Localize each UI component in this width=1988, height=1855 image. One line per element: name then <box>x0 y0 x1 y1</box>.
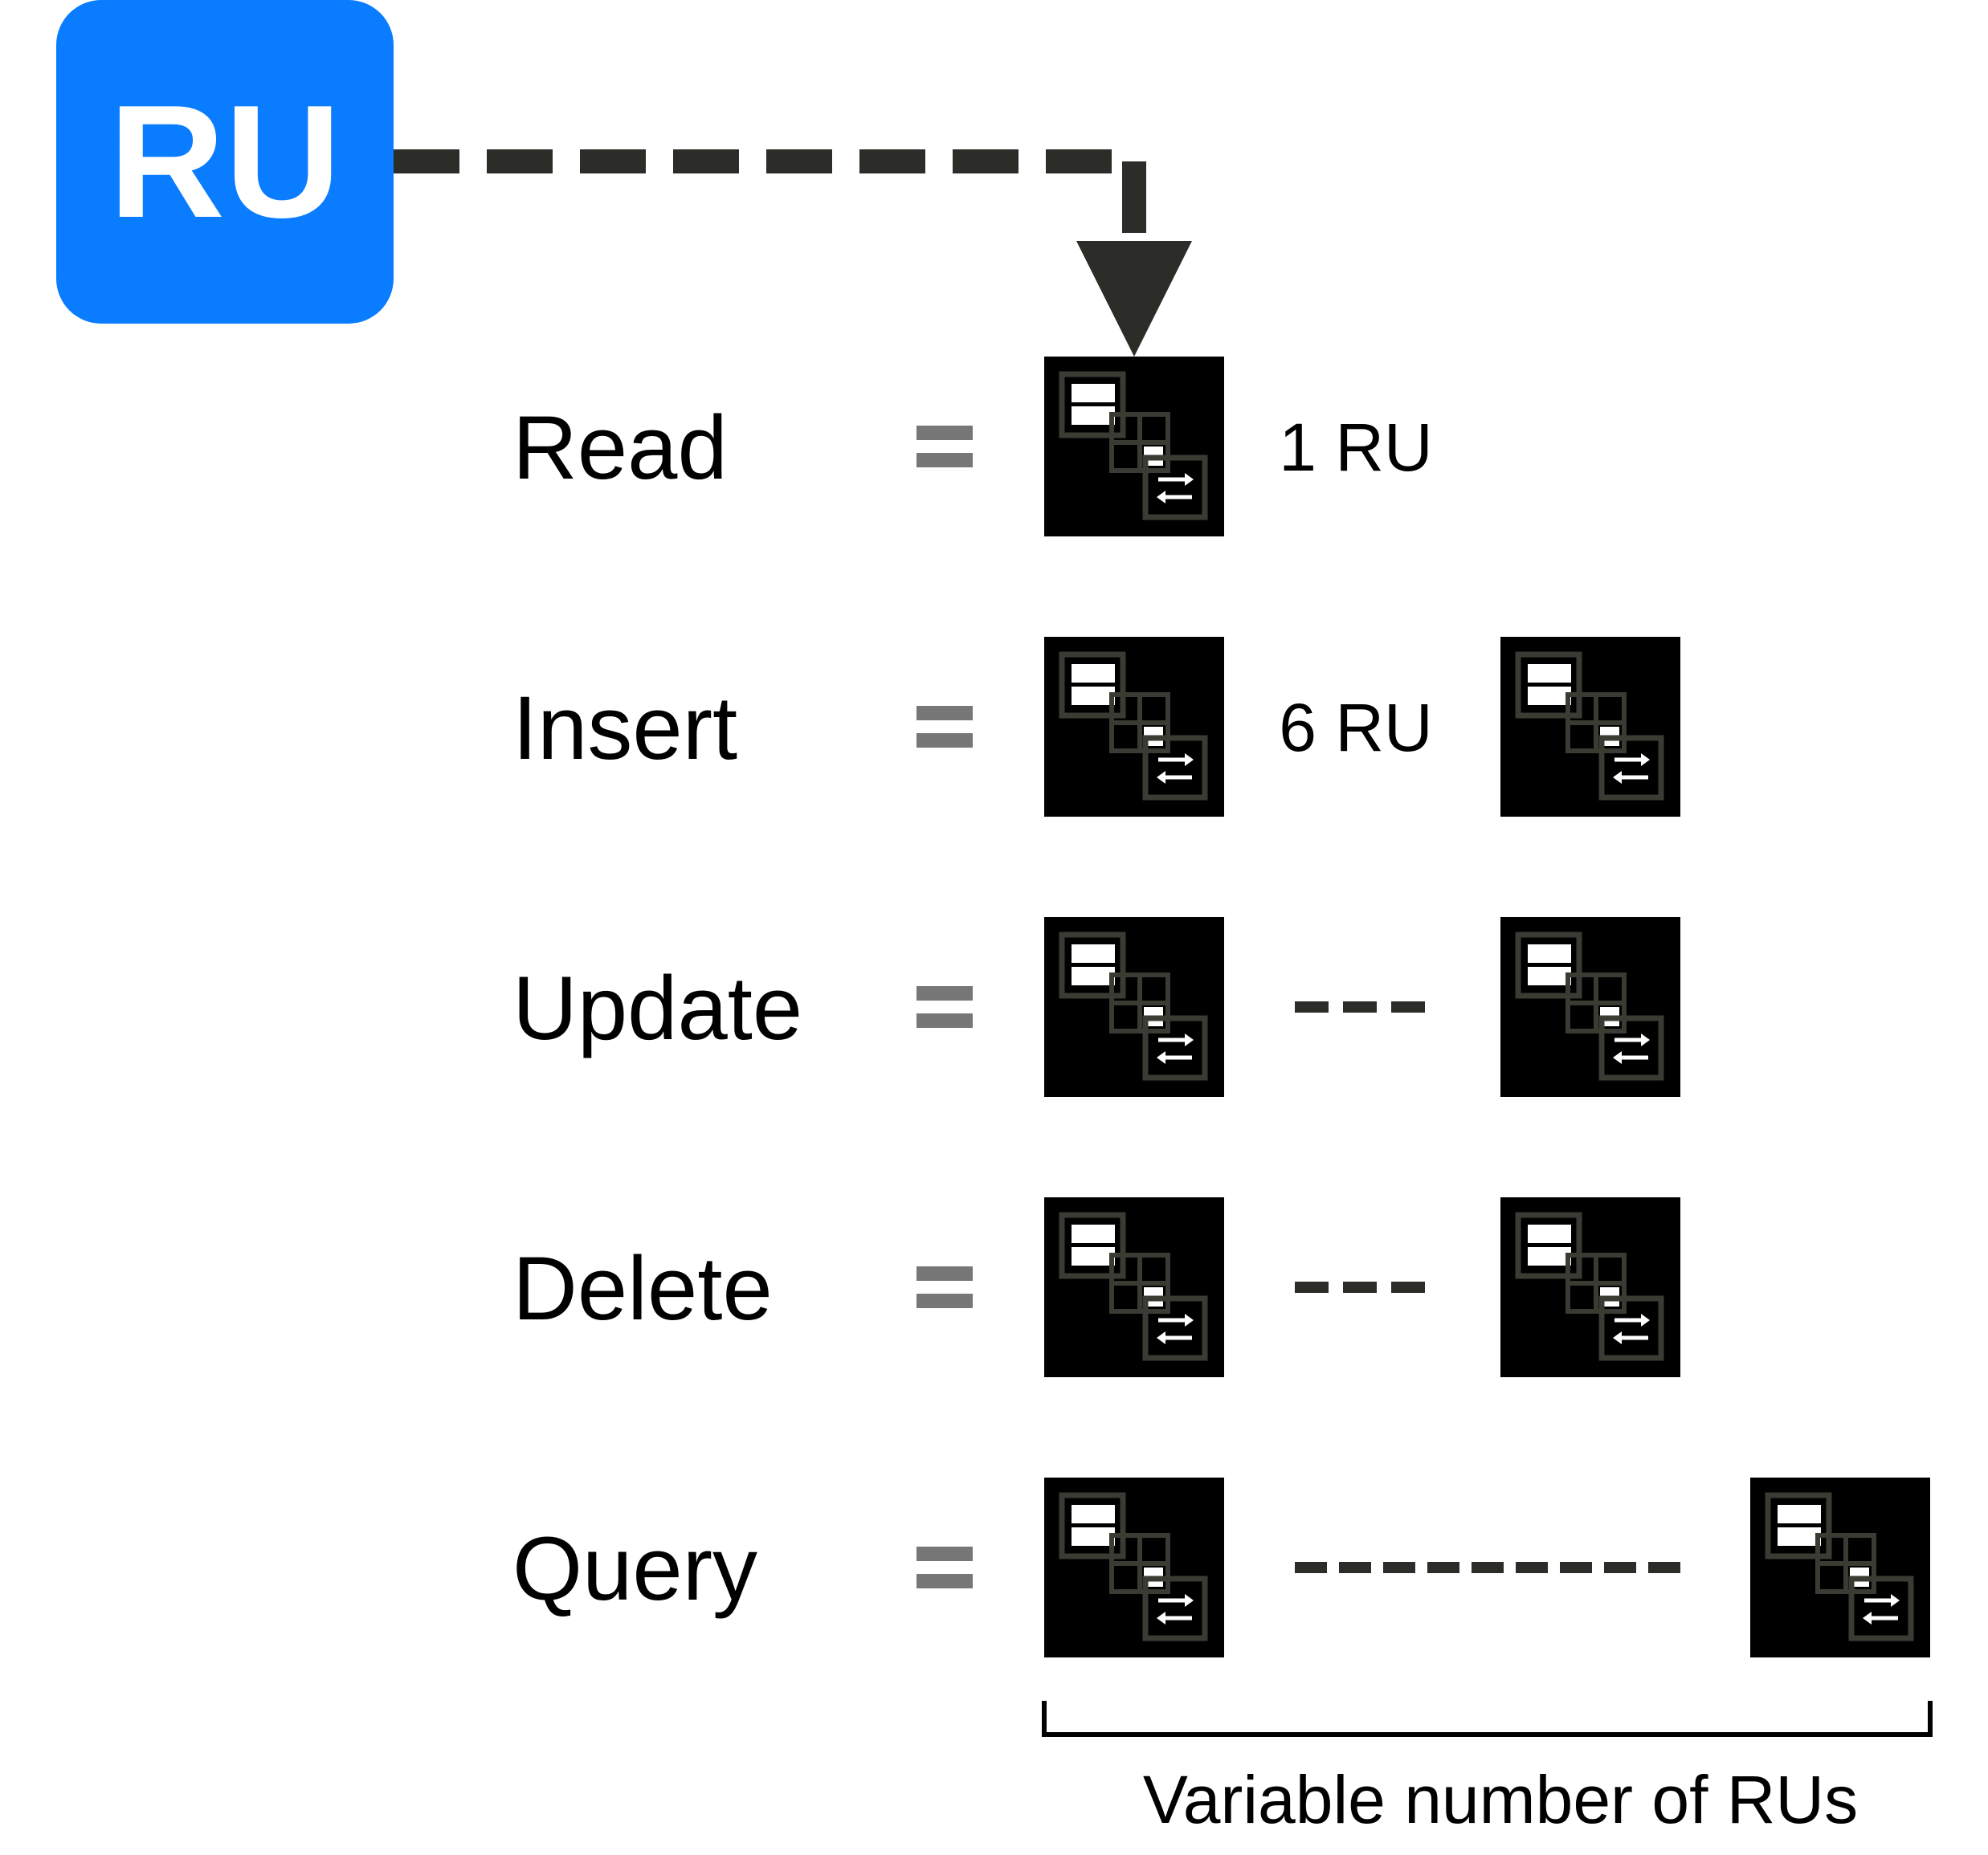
row-insert: Insert 6 RU <box>512 637 1680 817</box>
database-transaction-icon <box>1044 1478 1224 1657</box>
variable-ru-brace: Variable number of RUs <box>1042 1701 1933 1837</box>
database-transaction-icon <box>1044 917 1224 1097</box>
brace-caption: Variable number of RUs <box>1143 1762 1858 1837</box>
row-update: Update <box>512 917 1680 1097</box>
row-query: Query <box>512 1478 1930 1657</box>
equals-icon <box>916 1266 973 1308</box>
operation-label-update: Update <box>512 958 802 1058</box>
ru-logo-text: RU <box>109 72 341 251</box>
operation-label-delete: Delete <box>512 1238 773 1339</box>
arrow-head <box>1076 241 1192 357</box>
database-transaction-icon <box>1750 1478 1930 1657</box>
row-delete: Delete <box>512 1197 1680 1377</box>
row-read: Read 1 RU <box>512 357 1433 536</box>
operation-label-read: Read <box>512 398 728 498</box>
equals-icon <box>916 706 973 748</box>
database-transaction-icon <box>1044 637 1224 817</box>
operation-label-insert: Insert <box>512 678 737 778</box>
ru-logo: RU <box>56 0 394 324</box>
brace-line <box>1042 1701 1933 1737</box>
equals-icon <box>916 986 973 1028</box>
equals-icon <box>916 1547 973 1588</box>
database-transaction-icon <box>1044 1197 1224 1377</box>
equals-icon <box>916 426 973 467</box>
ru-logo-box <box>56 0 394 324</box>
ru-cost-insert: 6 RU <box>1279 690 1432 765</box>
database-transaction-icon <box>1500 1197 1680 1377</box>
operation-label-query: Query <box>512 1519 757 1619</box>
dashed-arrow <box>394 149 1192 357</box>
ru-cost-read: 1 RU <box>1279 410 1432 485</box>
database-transaction-icon <box>1500 917 1680 1097</box>
database-transaction-icon <box>1500 637 1680 817</box>
database-transaction-icon <box>1044 357 1224 536</box>
